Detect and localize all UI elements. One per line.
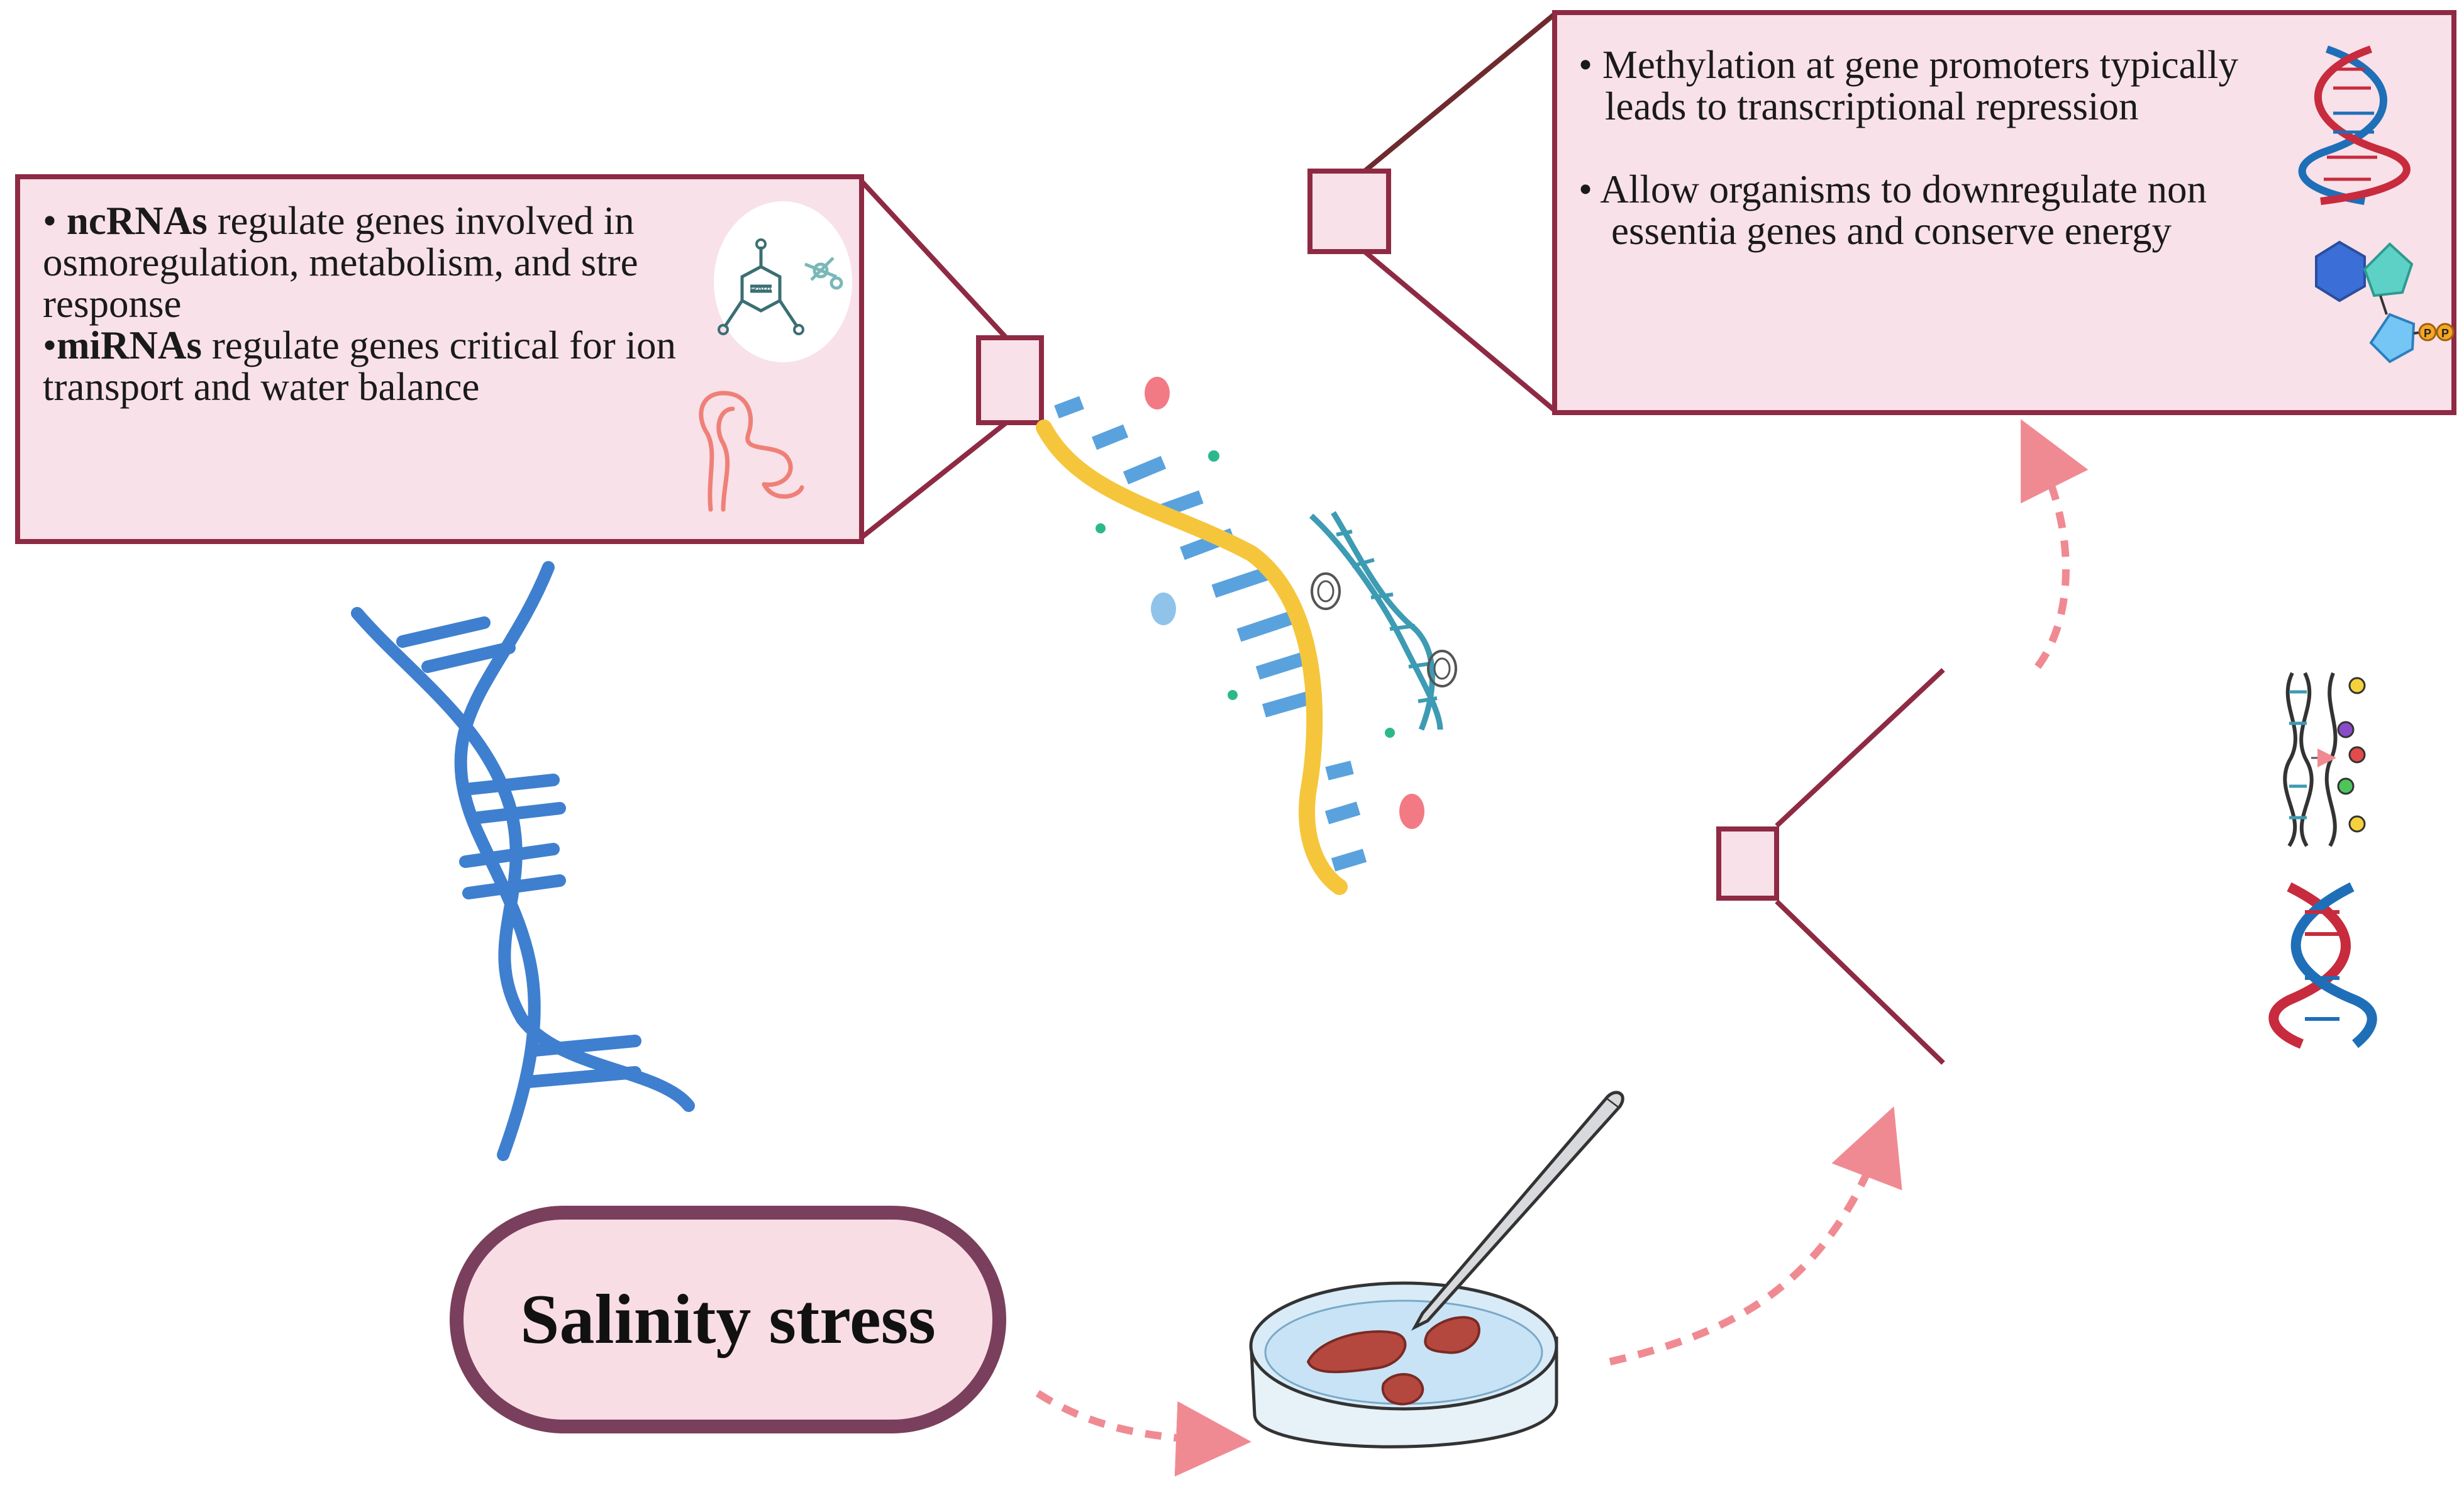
mirna-bullet-line1: regulate genes critical for ion (202, 323, 676, 367)
methylation-callout-text: • Methylation at gene promoters typicall… (1579, 44, 2238, 252)
methylation-bullet-line2: leads to transcriptional repression (1605, 84, 2139, 128)
methylation-callout-anchor-box (1307, 169, 1391, 254)
phosphate-label-2: P (2441, 327, 2449, 340)
rna-icon-label: RNA (750, 283, 773, 295)
dna-helix-illustration (351, 561, 695, 1161)
mirna-term: miRNAs (57, 323, 203, 367)
mirna-bullet: •miRNAs regulate genes critical for ion (43, 323, 676, 367)
rna-strand-illustration (1036, 377, 1424, 895)
epigenetic-branch-connector (1775, 668, 1945, 1065)
dna-double-helix-icon (2268, 882, 2377, 1049)
histone-modification-icon (2283, 672, 2366, 847)
ncrna-bullet-line1: regulate genes involved in (207, 199, 635, 243)
mirna-bullet-line2: transport and water balance (43, 365, 480, 409)
rna-molecule-icon: RNA (714, 201, 852, 362)
ncrna-callout-text: • ncRNAs regulate genes involved in osmo… (43, 200, 676, 408)
arrow-dish-to-branch (1609, 1106, 1902, 1365)
small-dna-helix-icon (1309, 511, 1457, 731)
methylation-bullet-line1: Methylation at gene promoters typically (1602, 43, 2239, 87)
energy-bullet-line2: essentia genes and conserve energy (1611, 209, 2172, 253)
arrow-branch-to-methylation (2021, 419, 2089, 669)
ncrna-term: ncRNAs (66, 199, 208, 243)
salinity-stress-pill: Salinity stress (450, 1206, 1006, 1433)
methylated-dna-icon (2298, 45, 2411, 205)
methylation-callout-connector (1363, 10, 1558, 414)
energy-bullet-line1: Allow organisms to downregulate non (1600, 167, 2207, 211)
nucleotide-icon: P P (2315, 240, 2455, 364)
methylation-callout-box (1552, 10, 2456, 415)
mirna-hairpin-icon (699, 391, 804, 512)
ncrna-bullet-line3: response (43, 282, 182, 326)
methylation-bullet: • Methylation at gene promoters typicall… (1579, 43, 2239, 87)
ncrna-callout-box (15, 174, 864, 544)
energy-bullet: • Allow organisms to downregulate non (1579, 167, 2207, 211)
ncrna-callout-connector (858, 178, 1008, 541)
salinity-stress-label: Salinity stress (520, 1280, 936, 1359)
arrow-salinity-to-dish (1035, 1389, 1251, 1477)
petri-dish-illustration (1249, 1091, 1624, 1449)
ncrna-bullet-line2: osmoregulation, metabolism, and stre (43, 240, 638, 284)
ncrna-callout-anchor-box (976, 335, 1044, 425)
ncrna-bullet: • ncRNAs regulate genes involved in (43, 199, 635, 243)
epigenetic-branch-anchor-box (1716, 826, 1779, 901)
phosphate-label-1: P (2424, 327, 2431, 340)
